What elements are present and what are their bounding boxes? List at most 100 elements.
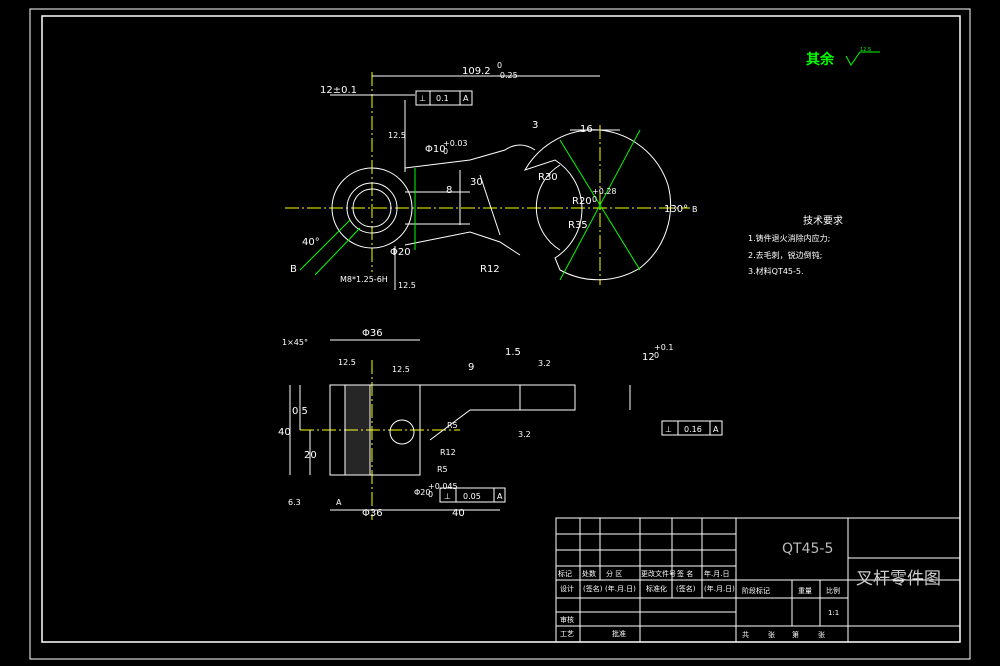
tech-requirements-title: 技术要求: [803, 214, 843, 227]
tech-requirement-1: 1.铸件退火消除内应力;: [748, 233, 830, 243]
tb-row-label-zone: 分 区: [606, 569, 622, 578]
dim-bore-tol-upper: +0.03: [443, 139, 468, 148]
dim-r5-a: R5: [447, 421, 458, 430]
dim-overall-len: 109.2: [462, 66, 491, 77]
part-name: 叉杆零件图: [856, 569, 941, 589]
tol-frame-sym: ⊥: [419, 94, 426, 103]
dim-r12: R12: [480, 264, 500, 275]
dim-chamfer: 1×45°: [282, 338, 308, 347]
top-view-dims: 109.2 0 -0.25 12±0.1 ⊥ 0.1 A Φ10 +0.03 0…: [290, 61, 698, 290]
outer-border: [29, 8, 971, 660]
dim-ra-12-5-a: 12.5: [338, 358, 356, 367]
tb-weight: 重量: [798, 587, 812, 595]
dim-40-left: 40: [278, 427, 291, 438]
tol-frame-right-value: 0.16: [684, 425, 702, 434]
tb-standardize-date: (年.月.日): [704, 584, 735, 593]
dim-1-5: 1.5: [505, 347, 521, 358]
tol-frame-datum: A: [463, 94, 469, 103]
dim-r20-tol-upper: +0.28: [592, 187, 617, 196]
dim-0-5: 0.5: [292, 406, 308, 417]
dim-ra-12-5: 12.5: [388, 131, 406, 140]
front-view: [289, 339, 723, 520]
tb-scale-label: 比例: [826, 586, 840, 595]
dim-12: 12: [642, 352, 655, 363]
dim-r30: R30: [538, 172, 558, 183]
front-view-dims: 1×45° Φ36 12.5 12.5 9 1.5 3.2 3.2 12 +0.…: [278, 328, 719, 519]
dim-30: 30: [470, 177, 483, 188]
dim-phi36-bottom: Φ36: [362, 508, 383, 519]
roughness-note: 其余 12.5: [806, 47, 880, 68]
dim-phi20: Φ20: [414, 488, 430, 497]
tol-frame-right-datum: A: [713, 425, 719, 434]
tb-row-label-mark: 标记: [558, 569, 572, 578]
title-block: [555, 517, 961, 643]
roughness-note-label: 其余: [806, 51, 835, 68]
dim-r20-tol-lower: 0: [592, 195, 597, 204]
dim-9: 9: [468, 362, 474, 373]
dim-bore-tol-lower: 0: [443, 147, 448, 156]
tech-requirement-3: 3.材料QT45-5.: [748, 266, 804, 276]
dim-phi20-tol-lower: 0: [428, 490, 433, 499]
dim-8: 8: [446, 185, 452, 196]
tb-standardize: 标准化: [646, 584, 667, 593]
tb-stage-mark: 阶段标记: [742, 586, 770, 595]
tol-frame-bottom-sym: ⊥: [444, 492, 451, 501]
tb-sheets-total: 共: [742, 630, 749, 639]
dim-12-tol-lower: 0: [654, 351, 659, 360]
tb-sheets-label: 张: [768, 630, 775, 639]
tb-sheet-no: 第: [792, 630, 799, 639]
dim-phi20: Φ20: [390, 247, 411, 258]
dim-bore-dia: Φ10: [425, 144, 446, 155]
tol-frame-bottom-datum: A: [497, 492, 503, 501]
tb-review: 审核: [560, 615, 574, 624]
dim-offset-12: 12±0.1: [320, 85, 357, 96]
dim-r5-b: R5: [437, 465, 448, 474]
roughness-note-value: 12.5: [860, 47, 871, 53]
tb-approve: 批准: [612, 629, 626, 638]
tb-row-label-change-doc: 更改文件号: [641, 569, 676, 578]
tol-frame-right-sym: ⊥: [665, 425, 672, 434]
dim-angle-130: 130°: [664, 204, 688, 215]
section-b-right: B: [692, 205, 698, 214]
top-view: [285, 72, 690, 290]
dim-3: 3: [532, 120, 538, 131]
dim-16: 16: [580, 124, 593, 135]
dim-20: 20: [304, 450, 317, 461]
tb-row-label-date: 年.月.日: [704, 569, 729, 578]
tb-standardize-sign: (签名): [676, 584, 696, 593]
dim-ra-3-2-a: 3.2: [538, 359, 551, 368]
dim-thread: M8*1.25-6H: [340, 275, 388, 284]
dim-ra-3-2-b: 3.2: [518, 430, 531, 439]
tol-frame-bottom-value: 0.05: [463, 492, 481, 501]
tech-requirements: 技术要求 1.铸件退火消除内应力; 2.去毛刺，锐边倒钝; 3.材料QT45-5…: [748, 214, 843, 276]
tol-frame-value: 0.1: [436, 94, 449, 103]
tech-requirement-2: 2.去毛刺，锐边倒钝;: [748, 250, 822, 260]
dim-r12: R12: [440, 448, 456, 457]
dim-phi20-tol-upper: +0.045: [428, 482, 458, 491]
material-label: QT45-5: [782, 541, 833, 557]
tb-sheet-label: 张: [818, 630, 825, 639]
tb-design-date: (年.月.日): [605, 584, 636, 593]
tb-scale-value: 1:1: [828, 609, 839, 617]
dim-12-tol-upper: +0.1: [654, 343, 673, 352]
dim-angle-40: 40°: [302, 237, 320, 248]
dim-r20: R20: [572, 196, 592, 207]
title-block-text: QT45-5 叉杆零件图 标记 处数 分 区 更改文件号 签 名 年.月.日 设…: [558, 541, 941, 639]
dim-40-bottom: 40: [452, 508, 465, 519]
inner-border: [41, 15, 961, 643]
dim-overall-len-tol-lower: -0.25: [497, 71, 518, 80]
tb-design: 设计: [560, 584, 574, 593]
tb-design-sign: (签名): [583, 584, 603, 593]
tb-process: 工艺: [560, 630, 574, 638]
tb-row-label-count: 处数: [582, 569, 596, 578]
section-b-left: B: [290, 264, 297, 275]
datum-a: A: [336, 498, 342, 507]
dim-ra-6-3: 6.3: [288, 498, 301, 507]
roughness-symbol-icon: [845, 51, 880, 66]
dim-ra-12-5-b: 12.5: [392, 365, 410, 374]
dim-12-5-b: 12.5: [398, 281, 416, 290]
tb-row-label-sign: 签 名: [677, 569, 693, 578]
dim-overall-len-tol-upper: 0: [497, 61, 502, 70]
dim-phi36-top: Φ36: [362, 328, 383, 339]
